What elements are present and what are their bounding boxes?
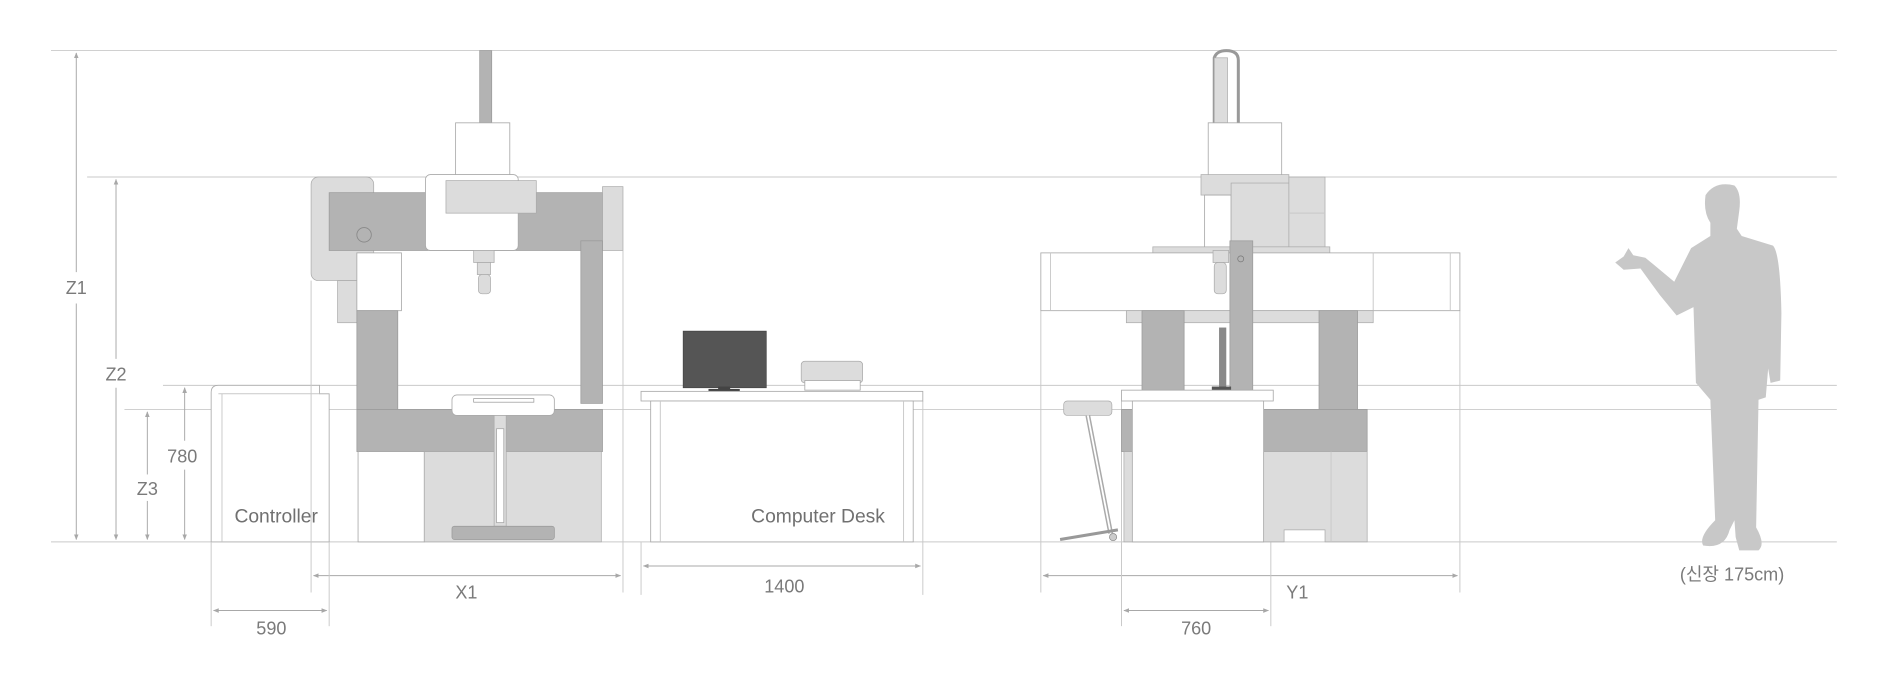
computer-desk: Computer Desk (640, 330, 924, 543)
person-height-label: (신장 175cm) (1680, 564, 1784, 584)
cmm-front-view (310, 50, 624, 543)
desk-width-label: 1400 (764, 576, 804, 596)
controller-width-label: 590 (256, 619, 286, 639)
z3-label: Z3 (137, 479, 158, 499)
z1-label: Z1 (66, 278, 87, 298)
y1-label: Y1 (1286, 582, 1308, 602)
operator-stool (1059, 400, 1119, 542)
desk-depth-label: 760 (1181, 619, 1211, 639)
x1-label: X1 (455, 582, 477, 602)
cmm-side-view (1040, 49, 1461, 543)
controller-label: Controller (234, 507, 318, 528)
horizontal-dimensions: X1 590 1400 Y1 760 (210, 250, 1461, 639)
computer-desk-label: Computer Desk (751, 507, 885, 528)
monitor (682, 330, 767, 389)
person-silhouette: (신장 175cm) (1615, 184, 1784, 584)
z2-label: Z2 (105, 365, 126, 385)
table-height-label: 780 (167, 446, 197, 466)
controller-cabinet: Controller (210, 384, 330, 543)
vertical-dimensions: Z1 Z2 Z3 780 (66, 52, 197, 541)
